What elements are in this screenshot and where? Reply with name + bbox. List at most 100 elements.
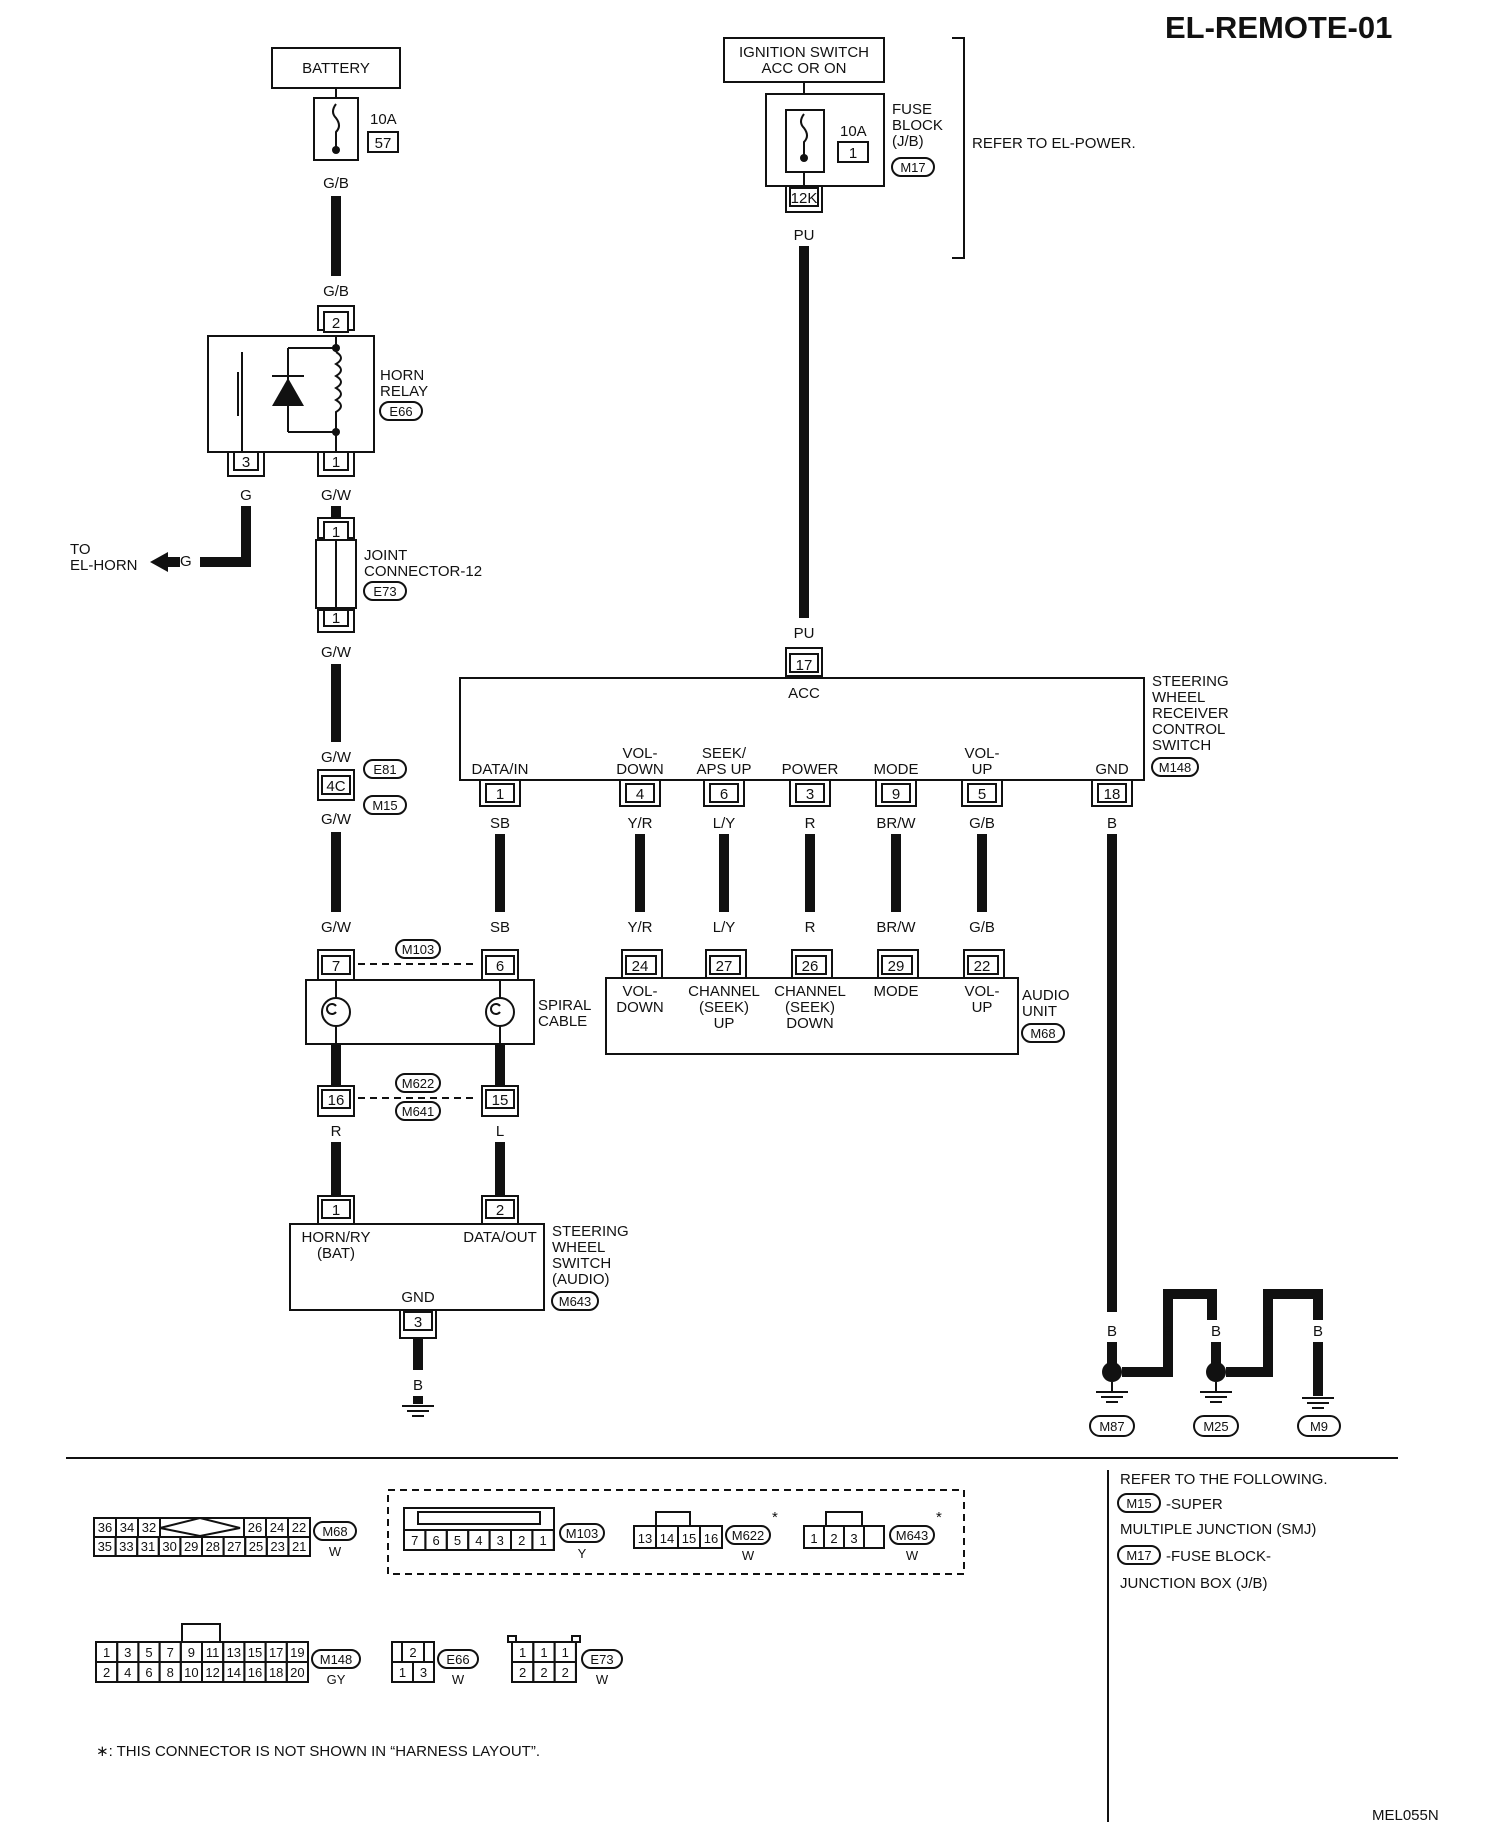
diode-icon (272, 378, 304, 406)
relay-pin-2: 2 (332, 315, 340, 332)
audio-label-24-2: DOWN (616, 999, 664, 1016)
ignition-line1: IGNITION SWITCH (739, 44, 869, 61)
m103-pin-label: 2 (518, 1533, 525, 1548)
audio-label-27-3: UP (714, 1015, 735, 1032)
m622-cell (699, 1525, 723, 1549)
m148-bottom-pin-label: 18 (269, 1665, 283, 1680)
m148-top-pin-label: 11 (206, 1645, 220, 1660)
audio-label-26-2: (SEEK) (785, 999, 835, 1016)
spiral-pin-6: 6 (496, 958, 504, 975)
spiral-pin-7: 7 (332, 958, 340, 975)
receiver-pin-label-seek-1: SEEK/ (702, 745, 747, 762)
m68-bottom-pin-label: 33 (119, 1539, 133, 1554)
e73-bottom-pin-label: 2 (540, 1665, 547, 1680)
ignition-line2: ACC OR ON (761, 60, 846, 77)
m148-top-pin-label: 3 (124, 1645, 131, 1660)
refer-m17-desc2: JUNCTION BOX (J/B) (1120, 1575, 1268, 1592)
sw-label-1b: (BAT) (317, 1245, 355, 1262)
m68-bottom-pin-label: 23 (270, 1539, 284, 1554)
m68-bottom-pin-label: 29 (184, 1539, 198, 1554)
wire-color-gb-1: G/B (323, 175, 349, 192)
m622-star: * (772, 1509, 778, 1526)
receiver-pin-label-gnd: GND (1095, 761, 1129, 778)
receiver-acc-pin: 17 (796, 657, 813, 674)
audio-label-26-1: CHANNEL (774, 983, 846, 1000)
refer-m15: M15 (1126, 1496, 1151, 1511)
wire-color-pu-2: PU (794, 625, 815, 642)
receiver-pin-6: 6 (720, 786, 728, 803)
joint-name-1: JOINT (364, 547, 407, 564)
wire-color-b-6: B (1263, 1323, 1273, 1340)
e66-bottom-cell (412, 1661, 435, 1683)
audio-label-29: MODE (874, 983, 919, 1000)
wire-color-gw-3: G/W (321, 749, 352, 766)
m148-bottom-pin-label: 10 (184, 1665, 198, 1680)
receiver-conn: M148 (1159, 760, 1192, 775)
m148-bottom-pin-label: 12 (205, 1665, 219, 1680)
sw-name-3: SWITCH (552, 1255, 611, 1272)
fuse-57-element-icon (332, 103, 340, 148)
receiver-name-1: STEERING (1152, 673, 1229, 690)
e66-bottom-pin-label: 1 (399, 1665, 406, 1680)
m68-color: W (329, 1544, 342, 1559)
audio-name-2: UNIT (1022, 1003, 1057, 1020)
m622-name: M622 (732, 1528, 765, 1543)
m148-color: GY (327, 1672, 346, 1687)
audio-label-22-1: VOL- (964, 983, 999, 1000)
audio-pin-29: 29 (888, 958, 905, 975)
m622-pin-label: 15 (682, 1531, 696, 1546)
receiver-pin-1: 1 (496, 786, 504, 803)
m643-name: M643 (896, 1528, 929, 1543)
audio-pin-26: 26 (802, 958, 819, 975)
sw-pin-2: 2 (496, 1202, 504, 1219)
wire-color-sb-2: SB (490, 919, 510, 936)
e66-color: W (452, 1672, 465, 1687)
smj-conn-bottom: M15 (372, 798, 397, 813)
receiver-pin-18: 18 (1104, 786, 1121, 803)
relay-pin-3: 3 (242, 454, 250, 471)
refer-power: REFER TO EL-POWER. (972, 135, 1136, 152)
spiral-left-icon (326, 980, 337, 1044)
receiver-pin-5: 5 (978, 786, 986, 803)
sw-label-1a: HORN/RY (302, 1229, 371, 1246)
joint-name-2: CONNECTOR-12 (364, 563, 482, 580)
wire-color-brw-1: BR/W (876, 815, 916, 832)
m148-top-pin-label: 15 (248, 1645, 262, 1660)
spiral-pin-16: 16 (328, 1092, 345, 1109)
ground-m9-icon (1302, 1397, 1334, 1409)
wire-color-gb-3: G/B (969, 815, 995, 832)
m68-top-pin-label: 24 (270, 1520, 284, 1535)
audio-unit-box (605, 977, 1019, 1055)
dashed-connector-group (387, 1489, 965, 1575)
joint-conn: E73 (373, 584, 396, 599)
horn-relay-conn: E66 (389, 404, 412, 419)
audio-conn: M68 (1030, 1026, 1055, 1041)
m103-pin-label: 3 (497, 1533, 504, 1548)
receiver-pin-label-power: POWER (782, 761, 839, 778)
spiral-conn-mid2: M641 (402, 1104, 435, 1119)
receiver-pin-3: 3 (806, 786, 814, 803)
wire-color-b-2: B (413, 1377, 423, 1394)
m148-top-pin-label: 9 (188, 1645, 195, 1660)
refer-m15-desc2: MULTIPLE JUNCTION (SMJ) (1120, 1521, 1316, 1538)
m148-bottom-cell (285, 1661, 309, 1683)
m148-name: M148 (320, 1652, 353, 1667)
m68-name: M68 (322, 1524, 347, 1539)
sw-conn: M643 (559, 1294, 592, 1309)
to-horn-line1: TO (70, 541, 91, 558)
m68-top-pin-label: 36 (98, 1520, 112, 1535)
m103-pin-label: 6 (432, 1533, 439, 1548)
joint-pin-top: 1 (332, 524, 340, 541)
wire-color-brw-2: BR/W (876, 919, 916, 936)
wire-color-l: L (496, 1123, 504, 1140)
m68-bottom-pin-label: 35 (98, 1539, 112, 1554)
m103-pin-label: 1 (539, 1533, 546, 1548)
to-horn-line2: EL-HORN (70, 557, 138, 574)
spiral-conn-top: M103 (402, 942, 435, 957)
m643-pin-label: 1 (810, 1531, 817, 1546)
wire-color-gb-2: G/B (323, 283, 349, 300)
wire-color-b-7: B (1313, 1323, 1323, 1340)
sw-label-3: GND (401, 1289, 435, 1306)
relay-pin-1: 1 (332, 454, 340, 471)
